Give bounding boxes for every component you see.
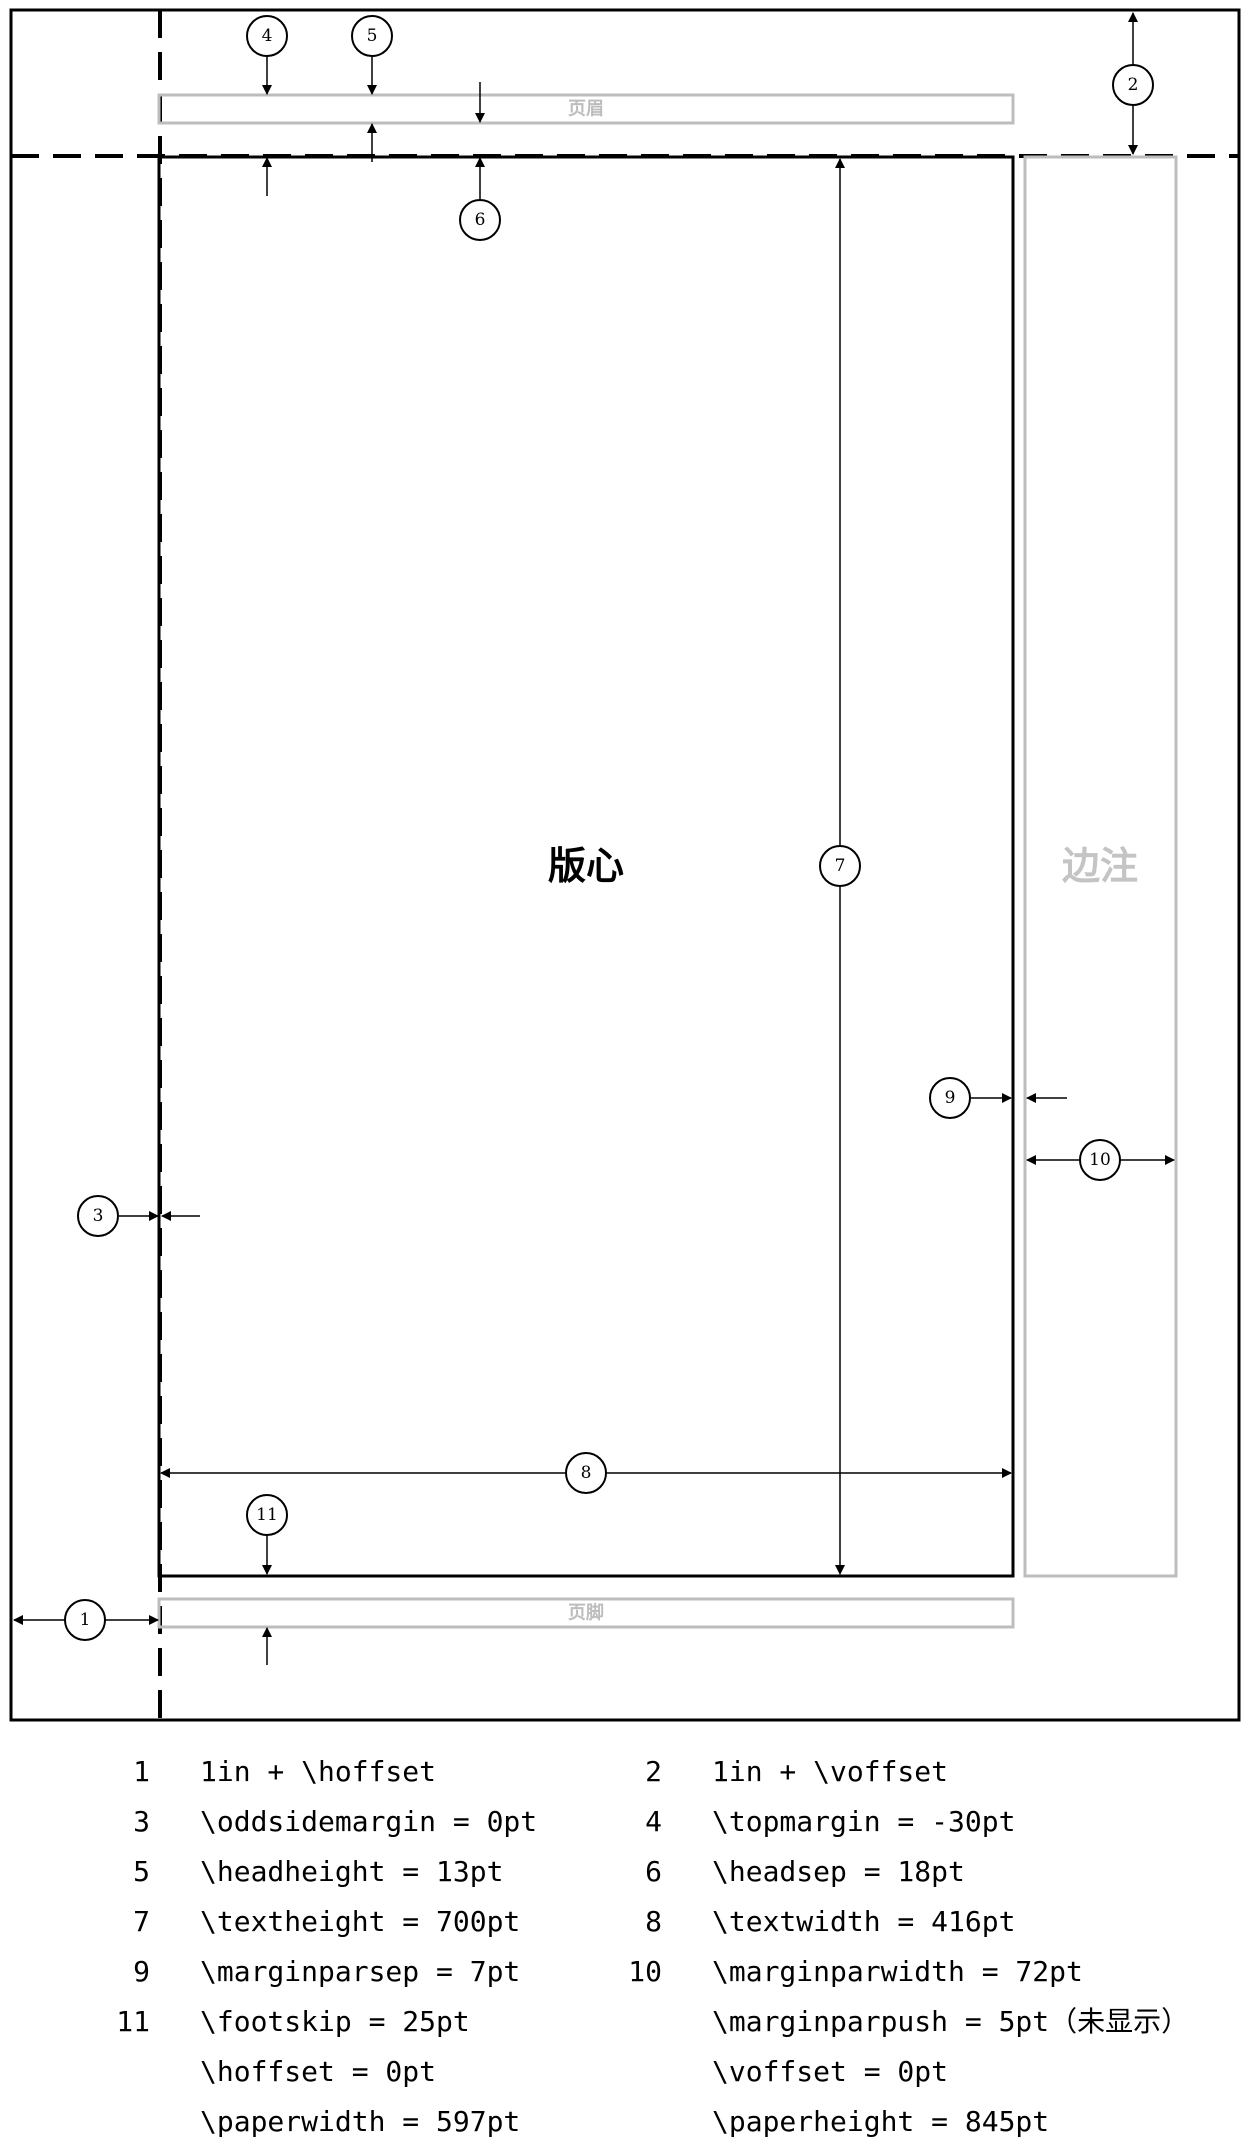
legend-right-number: 4 bbox=[645, 1805, 662, 1838]
paper-border bbox=[9, 8, 1241, 1722]
svg-text:1: 1 bbox=[80, 1610, 91, 1630]
legend-left-number: 9 bbox=[133, 1955, 150, 1988]
legend-left-text: \oddsidemargin = 0pt bbox=[200, 1805, 538, 1838]
callout-3: 3 bbox=[77, 1195, 200, 1237]
legend-right-text: \marginparpush = 5pt（未显示） bbox=[712, 2005, 1190, 2038]
legend-left-text: \footskip = 25pt bbox=[200, 2005, 470, 2038]
legend-right-number: 8 bbox=[645, 1905, 662, 1938]
legend-right-text: \headsep = 18pt bbox=[712, 1855, 965, 1888]
callout-11: 11 bbox=[246, 1494, 288, 1665]
svg-text:5: 5 bbox=[367, 26, 378, 46]
legend-right-text: \textwidth = 416pt bbox=[712, 1905, 1016, 1938]
legend-right-text: 1in + \voffset bbox=[712, 1755, 949, 1788]
legend-left-number: 11 bbox=[116, 2005, 150, 2038]
callout-2: 2 bbox=[1112, 12, 1154, 155]
legend-right-text: \paperheight = 845pt bbox=[712, 2105, 1050, 2138]
legend-left-text: 1in + \hoffset bbox=[200, 1755, 437, 1788]
callout-7: 7 bbox=[819, 158, 861, 1575]
callout-1: 1 bbox=[13, 1599, 159, 1641]
legend-row: 7 \textheight = 700pt 8 \textwidth = 416pt bbox=[0, 1902, 1248, 1942]
legend-row: 9 \marginparsep = 7pt 10 \marginparwidth = … bbox=[0, 1952, 1248, 1992]
legend-row: \paperwidth = 597pt \paperheight = 845pt bbox=[0, 2102, 1248, 2142]
svg-text:4: 4 bbox=[262, 26, 273, 46]
legend-row: 11 \footskip = 25pt \marginparpush = 5pt（未… bbox=[0, 2002, 1248, 2042]
legend-row: 5 \headheight = 13pt 6 \headsep = 18pt bbox=[0, 1852, 1248, 1892]
svg-text:8: 8 bbox=[581, 1463, 592, 1483]
legend-row: 3 \oddsidemargin = 0pt 4 \topmargin = -30pt bbox=[0, 1802, 1248, 1842]
page-layout-diagram: 页眉 版心 边注 页脚 1 2 3 4 5 bbox=[9, 8, 1241, 1722]
footer-label: 页脚 bbox=[568, 1603, 604, 1624]
legend-left-number: 7 bbox=[133, 1905, 150, 1938]
svg-text:11: 11 bbox=[256, 1505, 278, 1525]
legend-left-text: \marginparsep = 7pt bbox=[200, 1955, 521, 1988]
svg-text:3: 3 bbox=[93, 1206, 104, 1226]
callout-5: 5 bbox=[351, 15, 393, 162]
legend-right-text: \topmargin = -30pt bbox=[712, 1805, 1016, 1838]
header-box bbox=[157, 93, 1015, 125]
legend-left-text: \textheight = 700pt bbox=[200, 1905, 521, 1938]
svg-text:9: 9 bbox=[945, 1088, 956, 1108]
body-box bbox=[157, 155, 1015, 1578]
legend-left-number: 5 bbox=[133, 1855, 150, 1888]
callout-4: 4 bbox=[246, 15, 288, 196]
legend-left-number: 3 bbox=[133, 1805, 150, 1838]
body-label: 版心 bbox=[548, 844, 624, 888]
legend-left-text: \headheight = 13pt bbox=[200, 1855, 504, 1888]
marginal-note-label: 边注 bbox=[1062, 844, 1138, 888]
legend-right-number: 6 bbox=[645, 1855, 662, 1888]
callout-6: 6 bbox=[459, 82, 501, 241]
legend-row: 1 1in + \hoffset 2 1in + \voffset bbox=[0, 1752, 1248, 1792]
legend-right-number: 10 bbox=[628, 1955, 662, 1988]
callout-10: 10 bbox=[1026, 1139, 1175, 1181]
header-label: 页眉 bbox=[568, 99, 604, 120]
legend-row: \hoffset = 0pt \voffset = 0pt bbox=[0, 2052, 1248, 2092]
legend-left-number: 1 bbox=[133, 1755, 150, 1788]
svg-text:7: 7 bbox=[835, 856, 846, 876]
legend-right-number: 2 bbox=[645, 1755, 662, 1788]
svg-text:6: 6 bbox=[475, 210, 486, 230]
footer-box bbox=[157, 1597, 1015, 1629]
svg-text:10: 10 bbox=[1089, 1150, 1111, 1170]
callout-8: 8 bbox=[160, 1452, 1012, 1494]
legend-right-text: \marginparwidth = 72pt bbox=[712, 1955, 1083, 1988]
legend-right-text: \voffset = 0pt bbox=[712, 2055, 949, 2088]
callout-9: 9 bbox=[929, 1077, 1067, 1119]
svg-text:2: 2 bbox=[1128, 75, 1139, 95]
legend-left-text: \paperwidth = 597pt bbox=[200, 2105, 521, 2138]
legend-left-text: \hoffset = 0pt bbox=[200, 2055, 437, 2088]
marginal-note-box bbox=[1023, 155, 1178, 1578]
